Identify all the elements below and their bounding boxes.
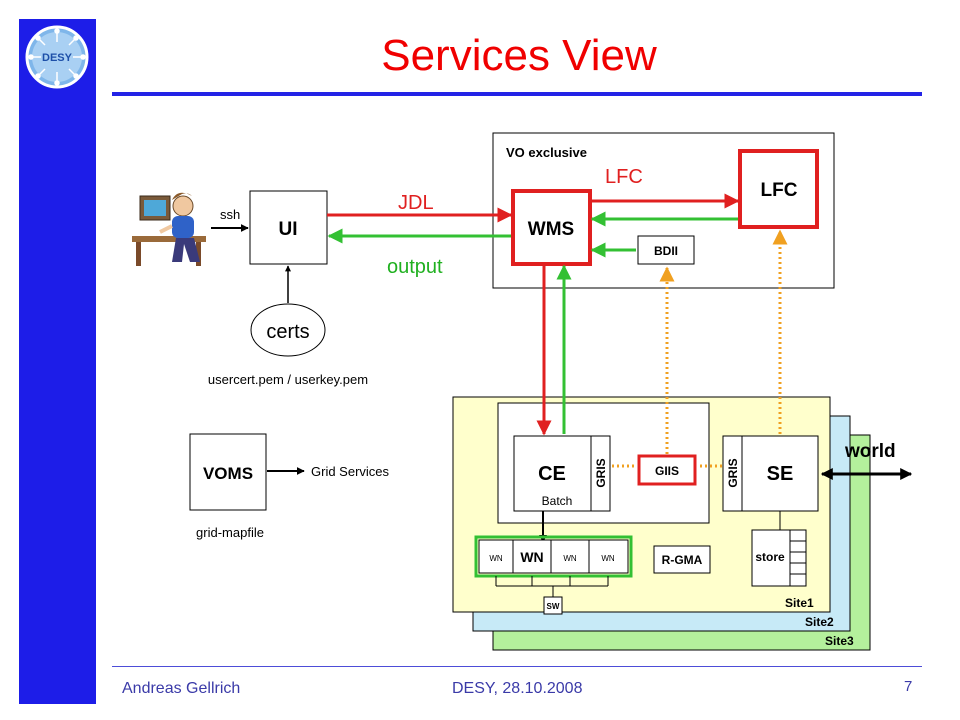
- sw-box: [543, 596, 563, 615]
- vo-exclusive-label: VO exclusive: [506, 145, 587, 160]
- ce-box[interactable]: [513, 435, 592, 512]
- page-title: Services View: [381, 31, 657, 80]
- bdii-label: BDII: [654, 244, 678, 258]
- wn-group-box: [474, 535, 633, 578]
- sw-label: SW: [547, 602, 560, 611]
- site3-label: Site3: [825, 634, 854, 648]
- ssh-label: ssh: [220, 207, 240, 222]
- ce-gris-box: [590, 435, 611, 512]
- wms-box[interactable]: [511, 189, 592, 266]
- jdl-label: JDL: [398, 192, 434, 214]
- se-gris-label: GRIS: [726, 458, 740, 487]
- ui-label: UI: [279, 219, 298, 240]
- site1-label: Site1: [785, 596, 814, 610]
- grid-services-label: Grid Services: [311, 464, 390, 479]
- logo-text: DESY: [42, 52, 73, 64]
- store-box: [751, 529, 791, 587]
- wn-node-main[interactable]: [512, 539, 552, 574]
- wn-node-4: [588, 539, 629, 574]
- ui-box[interactable]: [249, 190, 328, 265]
- bdii-box[interactable]: [637, 235, 695, 265]
- se-label: SE: [767, 463, 794, 485]
- rgma-box[interactable]: [653, 545, 711, 574]
- store-label: store: [755, 550, 785, 564]
- ce-label: CE: [538, 463, 566, 485]
- title-divider: [112, 92, 922, 96]
- wn-bus: [495, 576, 609, 597]
- rgma-label: R-GMA: [662, 553, 703, 567]
- wn-label-1: WN: [489, 554, 503, 563]
- grid-mapfile-label: grid-mapfile: [196, 525, 264, 540]
- wn-label-4: WN: [601, 554, 615, 563]
- output-label: output: [387, 256, 443, 278]
- wn-label-3: WN: [563, 554, 577, 563]
- footer-author: Andreas Gellrich: [122, 680, 241, 697]
- user-at-computer-icon: [132, 192, 206, 266]
- footer-event: DESY, 28.10.2008: [452, 680, 583, 697]
- store-disks: [789, 529, 807, 587]
- ce-gris-label: GRIS: [594, 458, 608, 487]
- voms-box[interactable]: [189, 433, 267, 511]
- lfc-label: LFC: [761, 180, 798, 201]
- certs-ellipse[interactable]: [250, 303, 326, 357]
- lfc-box[interactable]: [738, 149, 819, 229]
- giis-label: GIIS: [655, 464, 679, 478]
- world-label: world: [844, 441, 896, 462]
- voms-label: VOMS: [203, 464, 253, 483]
- giis-box[interactable]: [637, 454, 697, 486]
- cert-files-label: usercert.pem / userkey.pem: [208, 372, 368, 387]
- desy-logo-icon: DESY: [25, 25, 89, 89]
- page-number: 7: [904, 678, 913, 695]
- wms-label: WMS: [528, 219, 574, 240]
- lfc-link-label: LFC: [605, 166, 643, 188]
- sidebar-band: DESY: [19, 19, 96, 704]
- certs-label: certs: [266, 321, 309, 343]
- batch-label: Batch: [542, 494, 573, 508]
- wn-label-main: WN: [520, 549, 543, 565]
- footer-divider: [112, 666, 922, 667]
- se-box[interactable]: [741, 435, 819, 512]
- site2-label: Site2: [805, 615, 834, 629]
